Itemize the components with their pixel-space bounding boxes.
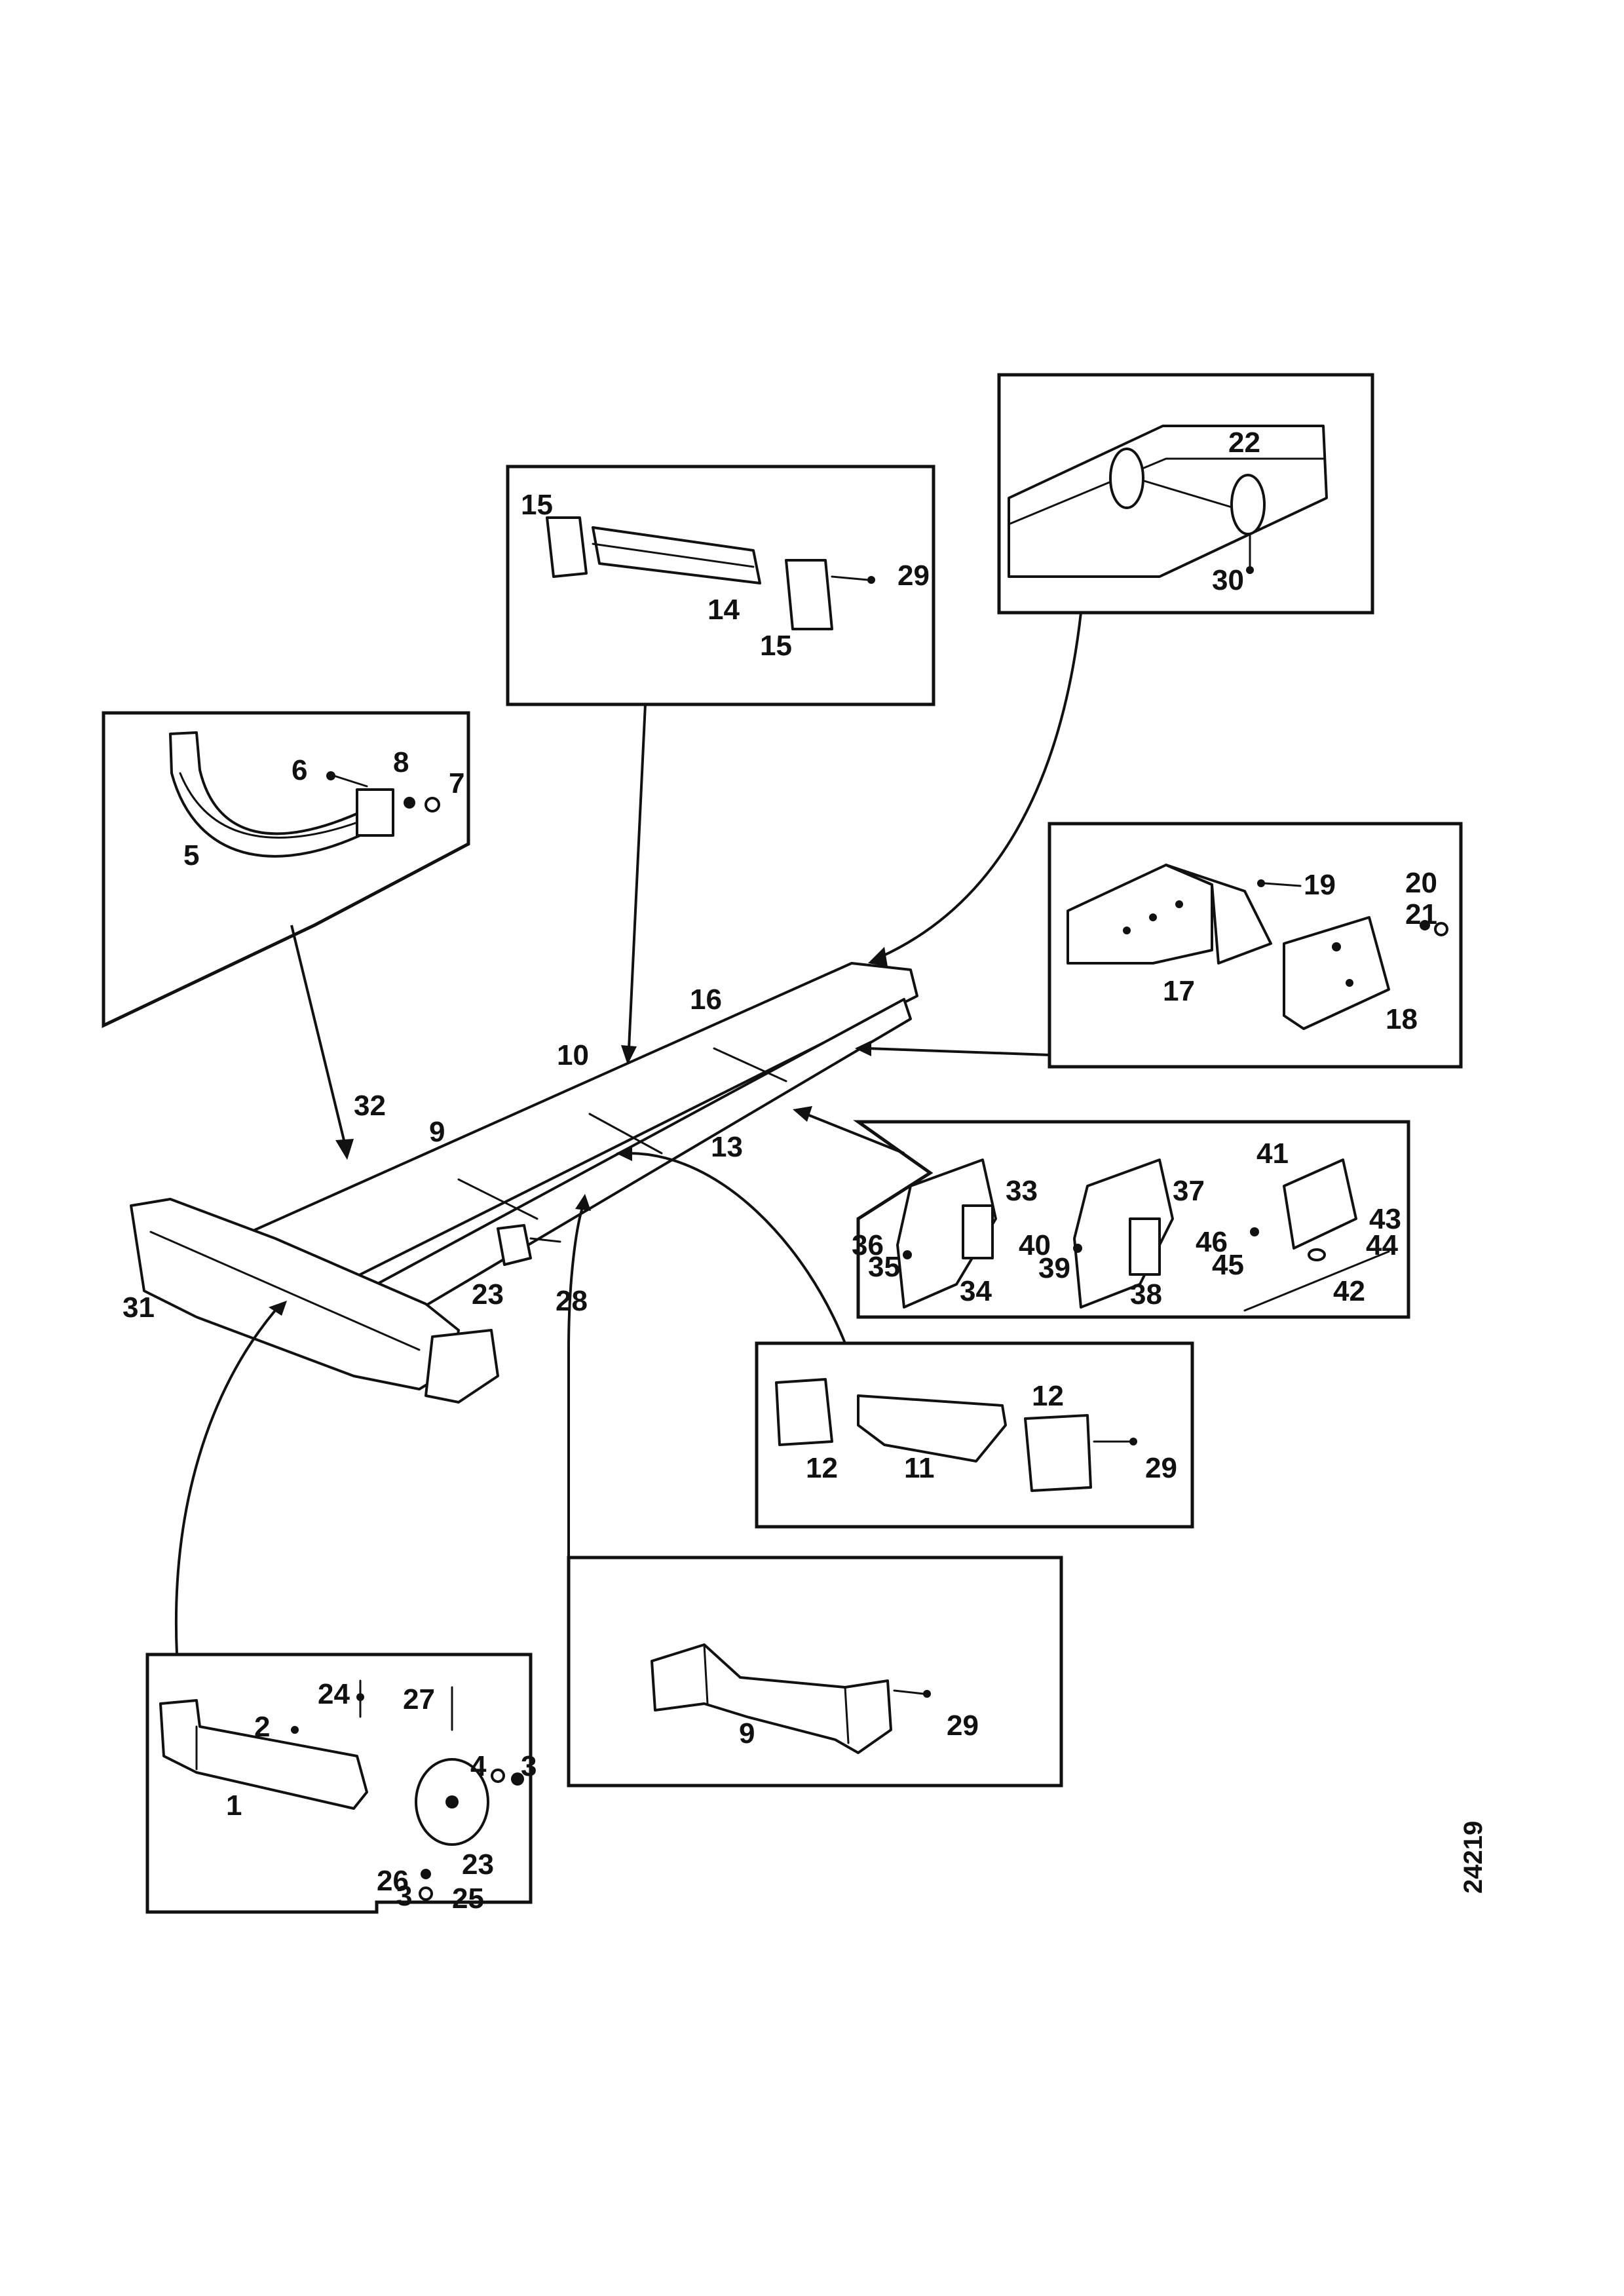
callout-24: 24	[318, 1678, 350, 1710]
callout-31: 31	[123, 1292, 155, 1324]
callout-34: 34	[960, 1275, 992, 1307]
detail-box-crossmember-11	[755, 1341, 1194, 1529]
callout-46: 46	[1196, 1226, 1228, 1258]
callout-25: 25	[452, 1883, 484, 1915]
detail-box-rear-bracket	[1048, 822, 1463, 1069]
callout-36: 36	[852, 1229, 884, 1261]
callout-15: 15	[521, 489, 553, 521]
callout-29: 29	[897, 560, 930, 592]
callout-41: 41	[1256, 1138, 1289, 1170]
callout-27: 27	[403, 1683, 435, 1715]
callout-33: 33	[1006, 1175, 1038, 1207]
callout-23: 23	[462, 1848, 494, 1881]
callout-18: 18	[1386, 1003, 1418, 1035]
callout-19: 19	[1304, 869, 1336, 901]
detail-box-side-brackets	[853, 1120, 1410, 1319]
callout-38: 38	[1130, 1278, 1162, 1311]
callout-3: 3	[396, 1880, 412, 1912]
detail-box-crossmember-curved	[102, 711, 470, 1028]
callout-29: 29	[947, 1710, 979, 1742]
callout-39: 39	[1038, 1252, 1070, 1284]
callout-43: 43	[1369, 1203, 1401, 1235]
callout-1: 1	[226, 1789, 242, 1822]
callout-5: 5	[183, 839, 199, 871]
callout-labels: 1 2 3 3 4 5 6 7 8 9 9 10 11 12 12 13 14 …	[123, 427, 1437, 1915]
reference-arrows	[174, 612, 1082, 1655]
callout-12: 12	[1032, 1380, 1064, 1412]
vehicle-frame-assembly	[130, 962, 918, 1404]
callout-20: 20	[1405, 867, 1437, 899]
callout-10: 10	[557, 1039, 589, 1071]
callout-44: 44	[1366, 1229, 1398, 1261]
callout-7: 7	[449, 767, 464, 799]
callout-45: 45	[1212, 1249, 1244, 1281]
callout-4: 4	[470, 1750, 487, 1782]
callout-12: 12	[806, 1452, 838, 1484]
callout-16: 16	[690, 984, 722, 1016]
callout-13: 13	[711, 1131, 743, 1163]
callout-3: 3	[521, 1750, 537, 1782]
callout-23: 23	[472, 1278, 504, 1311]
callout-15: 15	[760, 630, 792, 662]
detail-box-front-crossmember	[145, 1653, 533, 1914]
callout-2: 2	[254, 1711, 270, 1743]
callout-37: 37	[1173, 1175, 1205, 1207]
detail-box-rear-tube	[997, 373, 1374, 615]
callout-9: 9	[739, 1717, 755, 1750]
callout-22: 22	[1228, 427, 1260, 459]
callout-29: 29	[1145, 1452, 1177, 1484]
callout-21: 21	[1405, 898, 1437, 930]
callout-11: 11	[904, 1452, 935, 1484]
callout-17: 17	[1163, 975, 1195, 1007]
callout-8: 8	[393, 746, 409, 778]
callout-30: 30	[1212, 564, 1244, 596]
detail-box-crossmember-9	[567, 1556, 1063, 1788]
callout-42: 42	[1333, 1275, 1365, 1307]
callout-14: 14	[708, 594, 740, 626]
callout-32: 32	[354, 1090, 386, 1122]
detail-box-crossmember-mid	[506, 465, 935, 706]
callout-35: 35	[868, 1251, 900, 1283]
callout-9: 9	[429, 1116, 445, 1148]
callout-40: 40	[1019, 1229, 1051, 1261]
callout-26: 26	[377, 1865, 409, 1897]
drawing-number: 24219	[1459, 1821, 1488, 1894]
callout-6: 6	[292, 754, 307, 786]
callout-28: 28	[556, 1285, 588, 1317]
